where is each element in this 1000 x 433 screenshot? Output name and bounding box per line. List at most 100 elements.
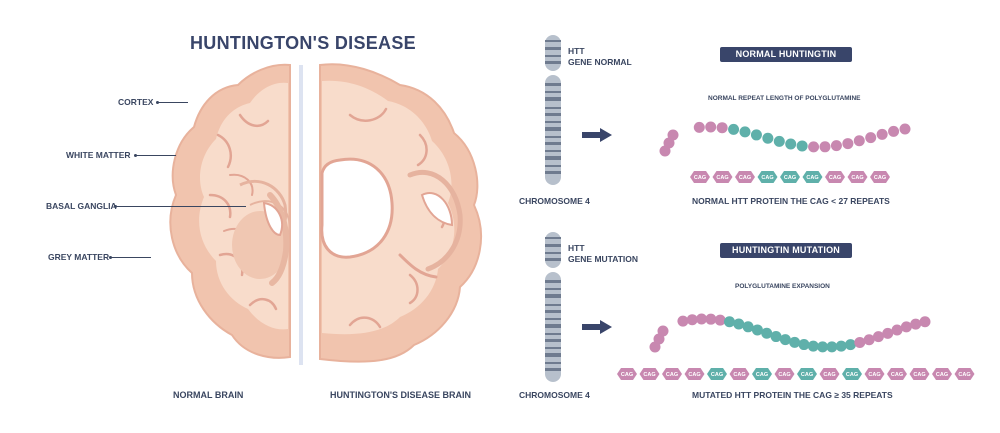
cag-repeat: CAG — [954, 368, 975, 380]
cag-label: CAG — [874, 175, 886, 181]
glutamine-bead — [845, 339, 857, 351]
glutamine-bead — [865, 132, 877, 144]
cag-repeat: CAG — [909, 368, 930, 380]
glutamine-bead — [714, 314, 726, 326]
cag-repeat: CAG — [684, 368, 705, 380]
disease-brain-illustration — [319, 63, 482, 363]
cag-label: CAG — [806, 175, 818, 181]
glutamine-bead — [842, 138, 854, 150]
cag-hexagon — [735, 171, 755, 183]
cag-repeat: CAG — [864, 368, 885, 380]
cag-hexagon — [780, 171, 800, 183]
cag-repeat: CAG — [870, 171, 890, 183]
cag-hexagon — [617, 368, 637, 380]
leader-basal-ganglia — [116, 206, 246, 207]
cag-label: CAG — [733, 372, 745, 378]
cag-label: CAG — [784, 175, 796, 181]
leader-grey-matter — [111, 257, 151, 258]
cag-hexagon — [825, 171, 845, 183]
normal-polyglutamine-chain — [659, 121, 911, 157]
leader-white-matter — [136, 155, 176, 156]
cag-repeat: CAG — [887, 368, 907, 380]
cag-hexagon — [662, 368, 682, 380]
glutamine-bead — [739, 126, 751, 138]
label-basal-ganglia: BASAL GANGLIA — [46, 201, 117, 211]
normal-chromosome-caption: CHROMOSOME 4 — [519, 196, 590, 206]
cag-hexagon — [954, 368, 975, 380]
cag-repeat: CAG — [797, 368, 817, 380]
glutamine-bead — [808, 141, 820, 153]
glutamine-bead — [733, 318, 745, 330]
cag-hexagon — [819, 368, 840, 380]
glutamine-bead — [723, 316, 735, 328]
cag-label: CAG — [694, 175, 706, 181]
cag-label: CAG — [823, 372, 835, 378]
glutamine-bead — [919, 316, 931, 328]
cag-label: CAG — [801, 372, 813, 378]
cag-label: CAG — [761, 175, 773, 181]
leader-dot-cortex — [156, 101, 159, 104]
glutamine-bead — [762, 132, 774, 144]
cag-label: CAG — [846, 372, 858, 378]
cag-label: CAG — [868, 372, 880, 378]
mutation-banner: HUNTINGTIN MUTATION — [720, 243, 852, 258]
cag-label: CAG — [688, 372, 700, 378]
cag-hexagon — [684, 368, 705, 380]
cag-label: CAG — [621, 372, 633, 378]
cag-label: CAG — [739, 175, 751, 181]
glutamine-bead — [742, 321, 754, 333]
cag-label: CAG — [851, 175, 863, 181]
mutation-subtitle: POLYGLUTAMINE EXPANSION — [735, 283, 830, 290]
cag-repeat: CAG — [639, 368, 660, 380]
glutamine-bead — [728, 123, 740, 135]
cag-label: CAG — [756, 372, 768, 378]
glutamine-bead — [888, 125, 900, 137]
cag-repeat: CAG — [735, 171, 755, 183]
cag-label: CAG — [643, 372, 655, 378]
cag-label: CAG — [778, 372, 790, 378]
glutamine-bead — [876, 128, 888, 140]
glutamine-bead — [882, 327, 894, 339]
cag-hexagon — [797, 368, 817, 380]
glutamine-bead — [779, 334, 791, 346]
cag-label: CAG — [891, 372, 903, 378]
cag-label: CAG — [666, 372, 678, 378]
glutamine-bead — [807, 340, 819, 352]
cag-repeat: CAG — [707, 368, 727, 380]
glutamine-bead — [750, 129, 762, 141]
glutamine-bead — [667, 129, 679, 141]
label-white-matter: WHITE MATTER — [66, 150, 131, 160]
cag-repeat: CAG — [757, 171, 778, 183]
glutamine-bead — [872, 331, 884, 343]
cag-label: CAG — [913, 372, 925, 378]
cag-repeat: CAG — [662, 368, 682, 380]
caption-disease-brain: HUNTINGTON'S DISEASE BRAIN — [330, 390, 471, 400]
cag-label: CAG — [936, 372, 948, 378]
cag-repeat: CAG — [729, 368, 750, 380]
arrow-right-icon — [582, 320, 612, 334]
cag-label: CAG — [958, 372, 970, 378]
cag-repeat: CAG — [847, 171, 868, 183]
glutamine-bead — [677, 315, 689, 327]
cag-repeat: CAG — [932, 368, 952, 380]
glutamine-bead — [693, 121, 705, 133]
cag-hexagon — [847, 171, 868, 183]
label-cortex: CORTEX — [118, 97, 154, 107]
chromosome-normal — [545, 35, 561, 185]
chromosome-mutation — [545, 232, 561, 382]
cag-label: CAG — [829, 175, 841, 181]
leader-cortex — [158, 102, 188, 103]
label-grey-matter: GREY MATTER — [48, 252, 110, 262]
mutation-chromosome-caption: CHROMOSOME 4 — [519, 390, 590, 400]
leader-dot-grey-matter — [109, 256, 112, 259]
glutamine-bead — [854, 336, 866, 348]
normal-banner: NORMAL HUNTINGTIN — [720, 47, 852, 62]
cag-repeat: CAG — [842, 368, 862, 380]
cag-hexagon — [842, 368, 862, 380]
glutamine-bead — [819, 141, 831, 153]
glutamine-bead — [705, 313, 717, 325]
glutamine-bead — [785, 138, 797, 150]
glutamine-bead — [891, 324, 903, 336]
caption-normal-brain: NORMAL BRAIN — [173, 390, 244, 400]
cag-repeat: CAG — [690, 171, 710, 183]
